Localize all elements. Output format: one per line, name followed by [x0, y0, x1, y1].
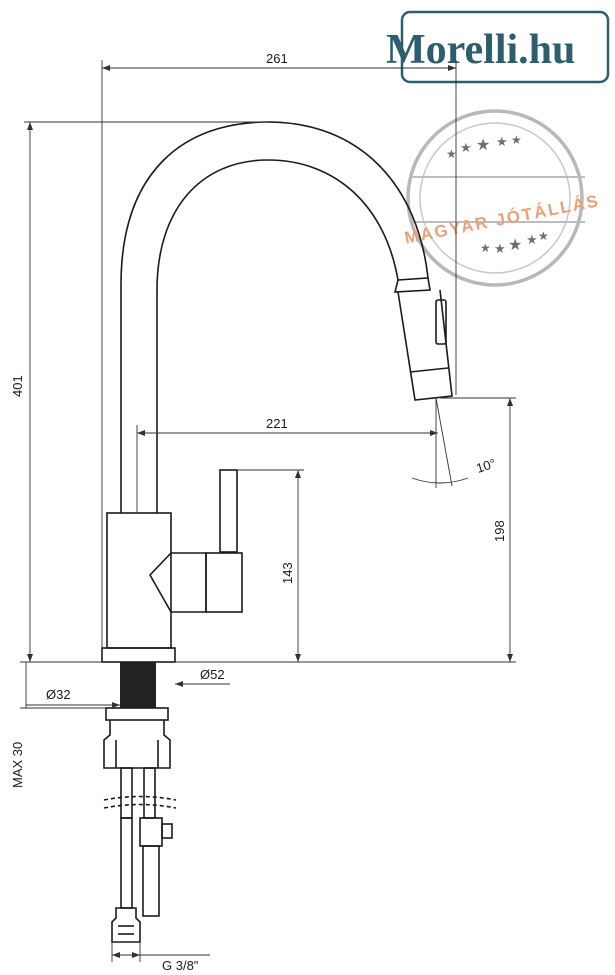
svg-text:★: ★	[460, 140, 472, 155]
seal-ring-inner	[419, 122, 571, 274]
dim-label-g38: G 3/8"	[162, 958, 199, 973]
svg-text:★: ★	[538, 229, 549, 243]
logo-text: Morelli.hu	[386, 27, 575, 73]
spout-outer	[120, 121, 429, 513]
faucet-outline	[101, 121, 453, 663]
svg-text:★: ★	[446, 147, 457, 161]
logo-frame	[400, 10, 610, 84]
svg-text:★: ★	[496, 134, 508, 149]
mounting-hardware	[103, 707, 177, 943]
hose-connector	[111, 907, 141, 943]
spray-button	[435, 299, 447, 345]
mounting-shank	[120, 662, 156, 708]
hose	[120, 767, 133, 819]
svg-text:★: ★	[526, 232, 538, 247]
dim-label-52: Ø52	[200, 667, 225, 682]
dim-label-32: Ø32	[46, 687, 71, 702]
svg-text:★: ★	[494, 241, 506, 256]
dim-label-198: 198	[492, 520, 507, 542]
faucet-body	[106, 512, 172, 649]
break-line	[103, 795, 177, 801]
dimension-lines	[20, 60, 516, 962]
dim-label-221: 221	[266, 416, 288, 431]
spout-inner	[156, 159, 399, 513]
lever-cartridge	[205, 552, 243, 613]
spray-head-line	[409, 367, 449, 373]
warranty-seal: ★★ ★★ ★ ★★ ★★ ★ MAGYAR JÓTÁLLÁS	[403, 109, 601, 287]
lower-hose	[142, 845, 160, 917]
svg-text:★: ★	[511, 133, 522, 147]
mounting-nut	[103, 720, 171, 769]
star-icon: ★★ ★★ ★ ★★ ★★ ★	[446, 133, 549, 256]
logo: Morelli.hu	[386, 10, 610, 84]
arrowheads	[27, 65, 513, 958]
hose	[143, 767, 156, 819]
dim-label-angle: 10°	[474, 456, 497, 476]
angle-line	[435, 397, 453, 487]
hose	[120, 817, 133, 909]
lever-hub	[149, 552, 207, 613]
dim-label-261: 261	[266, 51, 288, 66]
valve-handle	[161, 823, 173, 839]
dim-label-401: 401	[10, 375, 25, 397]
spray-head-collar	[393, 277, 431, 293]
faucet-base	[101, 647, 176, 663]
dim-label-max30: MAX 30	[10, 742, 25, 788]
washer	[105, 707, 169, 721]
break-line	[103, 803, 177, 809]
svg-text:★: ★	[476, 137, 490, 154]
angle-arc	[411, 477, 469, 484]
spray-head	[397, 289, 453, 401]
dim-label-143: 143	[280, 562, 295, 584]
seal-ring-outer	[406, 109, 584, 287]
svg-text:★: ★	[508, 237, 522, 254]
valve-body	[139, 817, 163, 847]
lever-handle	[219, 469, 238, 553]
svg-text:★: ★	[480, 241, 491, 255]
